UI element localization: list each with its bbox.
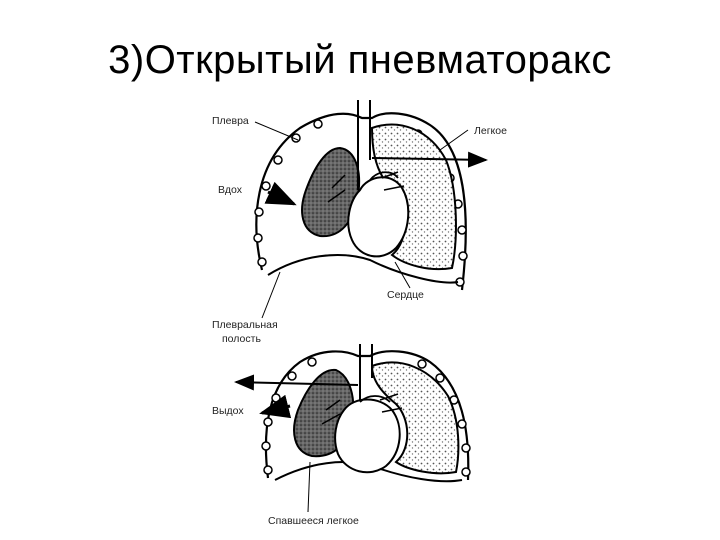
inhale-arrow — [264, 181, 297, 206]
label-collapsed-lung: Спавшееся легкое — [268, 515, 359, 527]
upper-arrow-out — [371, 151, 488, 168]
slide-title: 3)Открытый пневматоракс — [108, 38, 612, 82]
label-pleural-cavity-1: Плевральная — [212, 319, 278, 331]
label-lung: Легкое — [474, 125, 507, 137]
label-inhale: Вдох — [218, 184, 243, 196]
upper-chest-outline — [255, 112, 467, 291]
label-exhale: Выдох — [212, 405, 244, 417]
exhale-arrow — [259, 394, 292, 419]
label-heart: Сердце — [387, 289, 424, 301]
label-pleural-cavity-2: полость — [222, 333, 261, 345]
lower-arrow-out — [234, 374, 359, 391]
upper-figure-inhale — [253, 100, 488, 319]
upper-heart — [347, 176, 410, 258]
lower-lung-right — [370, 361, 460, 475]
label-pleura: Плевра — [212, 115, 249, 127]
lower-heart — [334, 398, 401, 474]
lower-figure-exhale — [234, 344, 471, 513]
